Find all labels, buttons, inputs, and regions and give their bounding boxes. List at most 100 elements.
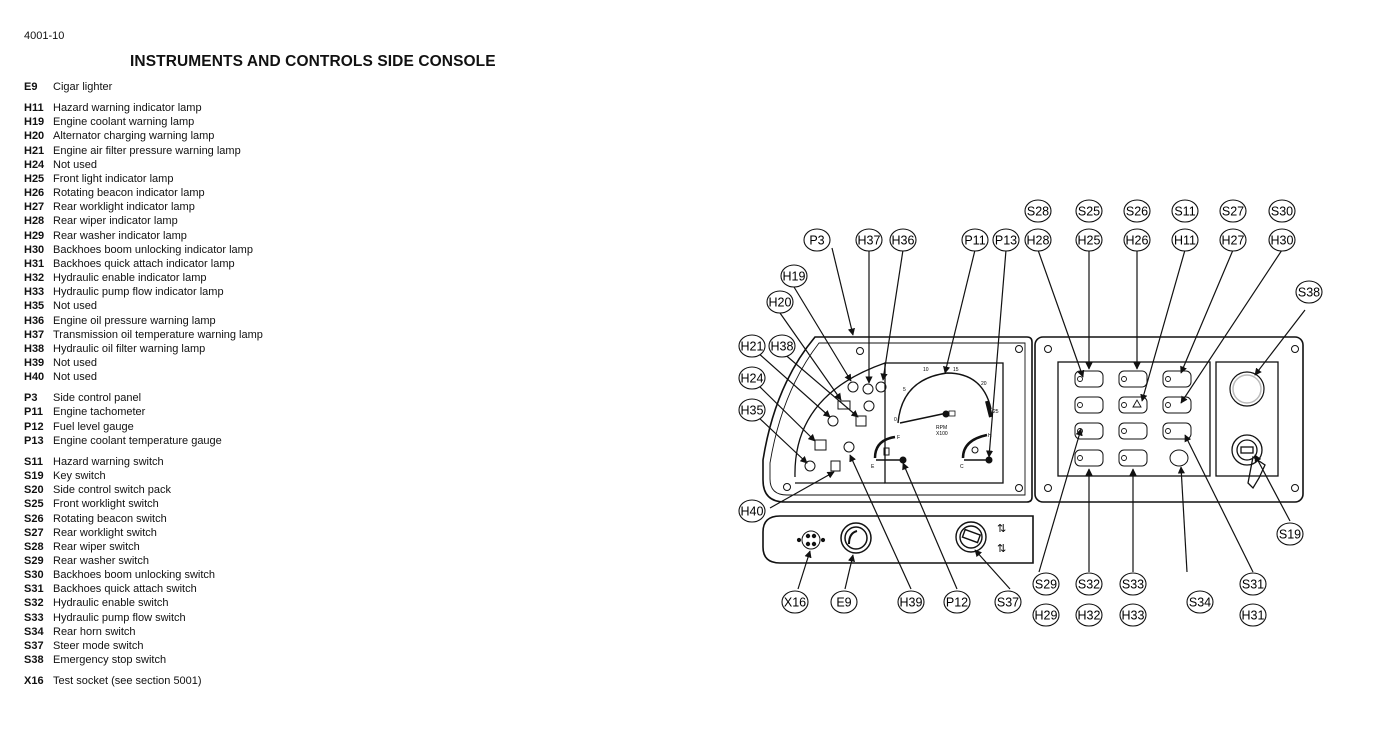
callout-p3: P3 (803, 228, 831, 252)
callout-h27: H27 (1219, 228, 1247, 252)
legend-code: H21 (24, 144, 45, 157)
legend-description: Side control switch pack (53, 484, 171, 497)
legend-description: Rotating beacon switch (53, 512, 167, 525)
tacho-multiplier: X100 (936, 431, 948, 437)
legend-code: H36 (24, 314, 45, 327)
legend-description: Rear wiper switch (53, 540, 140, 553)
callout-h24: H24 (738, 366, 766, 390)
legend-description: Not used (53, 371, 98, 384)
callout-label: P12 (946, 595, 968, 609)
lamp-h20-icon (837, 400, 851, 410)
switch-s29 (1074, 396, 1104, 414)
legend-description: Rotating beacon indicator lamp (53, 187, 205, 200)
callout-h37: H37 (855, 228, 883, 252)
legend-code: S20 (24, 484, 44, 497)
legend-code: S30 (24, 569, 44, 582)
callout-s11: S11 (1171, 199, 1199, 223)
legend-description: Engine coolant warning lamp (53, 116, 195, 129)
leader-lines (756, 247, 1306, 590)
legend-code: H27 (24, 201, 45, 214)
callout-h40: H40 (738, 499, 766, 523)
tacho-tick-0: 0 (894, 417, 897, 423)
page-title: INSTRUMENTS AND CONTROLS SIDE CONSOLE (130, 53, 496, 70)
callout-x16: X16 (781, 590, 809, 614)
legend-code: S37 (24, 639, 44, 652)
tacho-tick-10: 10 (923, 367, 929, 373)
callout-label: H11 (1174, 233, 1196, 247)
callout-s31: S31 (1239, 572, 1267, 596)
legend-description: Backhoes boom unlocking indicator lamp (53, 243, 253, 256)
callout-label: E9 (836, 595, 851, 609)
switch-s28 (1074, 370, 1104, 388)
legend-description: Backhoes boom unlocking switch (53, 569, 216, 582)
callout-label: H35 (741, 403, 764, 417)
legend-code: H30 (24, 243, 45, 256)
legend-description: Test socket (see section 5001) (53, 675, 202, 688)
switch-s33b (1118, 422, 1148, 440)
callout-label: P11 (964, 233, 985, 247)
legend-row: H26 Rotating beacon indicator lamp (24, 186, 263, 200)
callout-label: S37 (997, 595, 1019, 609)
legend-code: S33 (24, 611, 44, 624)
legend-row: S26 Rotating beacon switch (24, 512, 263, 526)
key-switch-icon (1231, 434, 1266, 490)
key-panel-frame (1215, 361, 1279, 477)
legend-description: Backhoes quick attach switch (53, 583, 197, 596)
callout-label: H38 (771, 339, 794, 353)
legend-description: Hazard warning switch (53, 455, 164, 468)
lamp-h40-icon (843, 441, 855, 453)
callout-label: H39 (900, 595, 923, 609)
legend-code: S26 (24, 512, 44, 525)
callout-label: S27 (1222, 204, 1244, 218)
callout-e9: E9 (830, 590, 858, 614)
callout-label: S11 (1174, 204, 1195, 218)
callout-label: S29 (1035, 577, 1057, 591)
instrument-panel-outline (762, 336, 1033, 503)
legend-description: Emergency stop switch (53, 654, 167, 667)
callout-h32: H32 (1075, 603, 1103, 627)
legend-code: S19 (24, 470, 44, 483)
lamp-h38-icon (855, 415, 867, 427)
legend-row: H30 Backhoes boom unlocking indicator lam… (24, 243, 263, 257)
temp-cold-mark: C (960, 464, 964, 470)
callout-label: H24 (741, 371, 764, 385)
legend-description: Front light indicator lamp (53, 172, 174, 185)
switch-panel-outline (1034, 336, 1304, 503)
callout-h28: H28 (1024, 228, 1052, 252)
tacho-tick-5: 5 (903, 387, 906, 393)
callout-label: H26 (1126, 233, 1149, 247)
lamp-h35-icon (804, 460, 816, 472)
legend-description: Hydraulic pump flow indicator lamp (53, 286, 224, 299)
legend-code: H26 (24, 187, 45, 200)
legend-description: Alternator charging warning lamp (53, 130, 215, 143)
switch-s33 (1118, 449, 1148, 467)
legend-code: H33 (24, 286, 45, 299)
legend-code: H37 (24, 328, 45, 341)
switch-s30 (1162, 396, 1192, 414)
temp-gauge: H C (960, 433, 993, 470)
legend-code: S31 (24, 583, 44, 596)
legend-row: S20 Side control switch pack (24, 483, 263, 497)
legend-code: E9 (24, 81, 38, 93)
legend-code: P13 (24, 434, 44, 447)
callout-label: H19 (783, 269, 806, 283)
cigar-lighter-icon (840, 522, 872, 554)
tacho-tick-20: 20 (981, 381, 987, 387)
callout-s19: S19 (1276, 522, 1304, 546)
callout-label: S38 (1298, 285, 1320, 299)
legend-description: Rear wiper indicator lamp (53, 215, 178, 228)
legend-code: H38 (24, 342, 45, 355)
legend-description: Not used (53, 158, 98, 171)
